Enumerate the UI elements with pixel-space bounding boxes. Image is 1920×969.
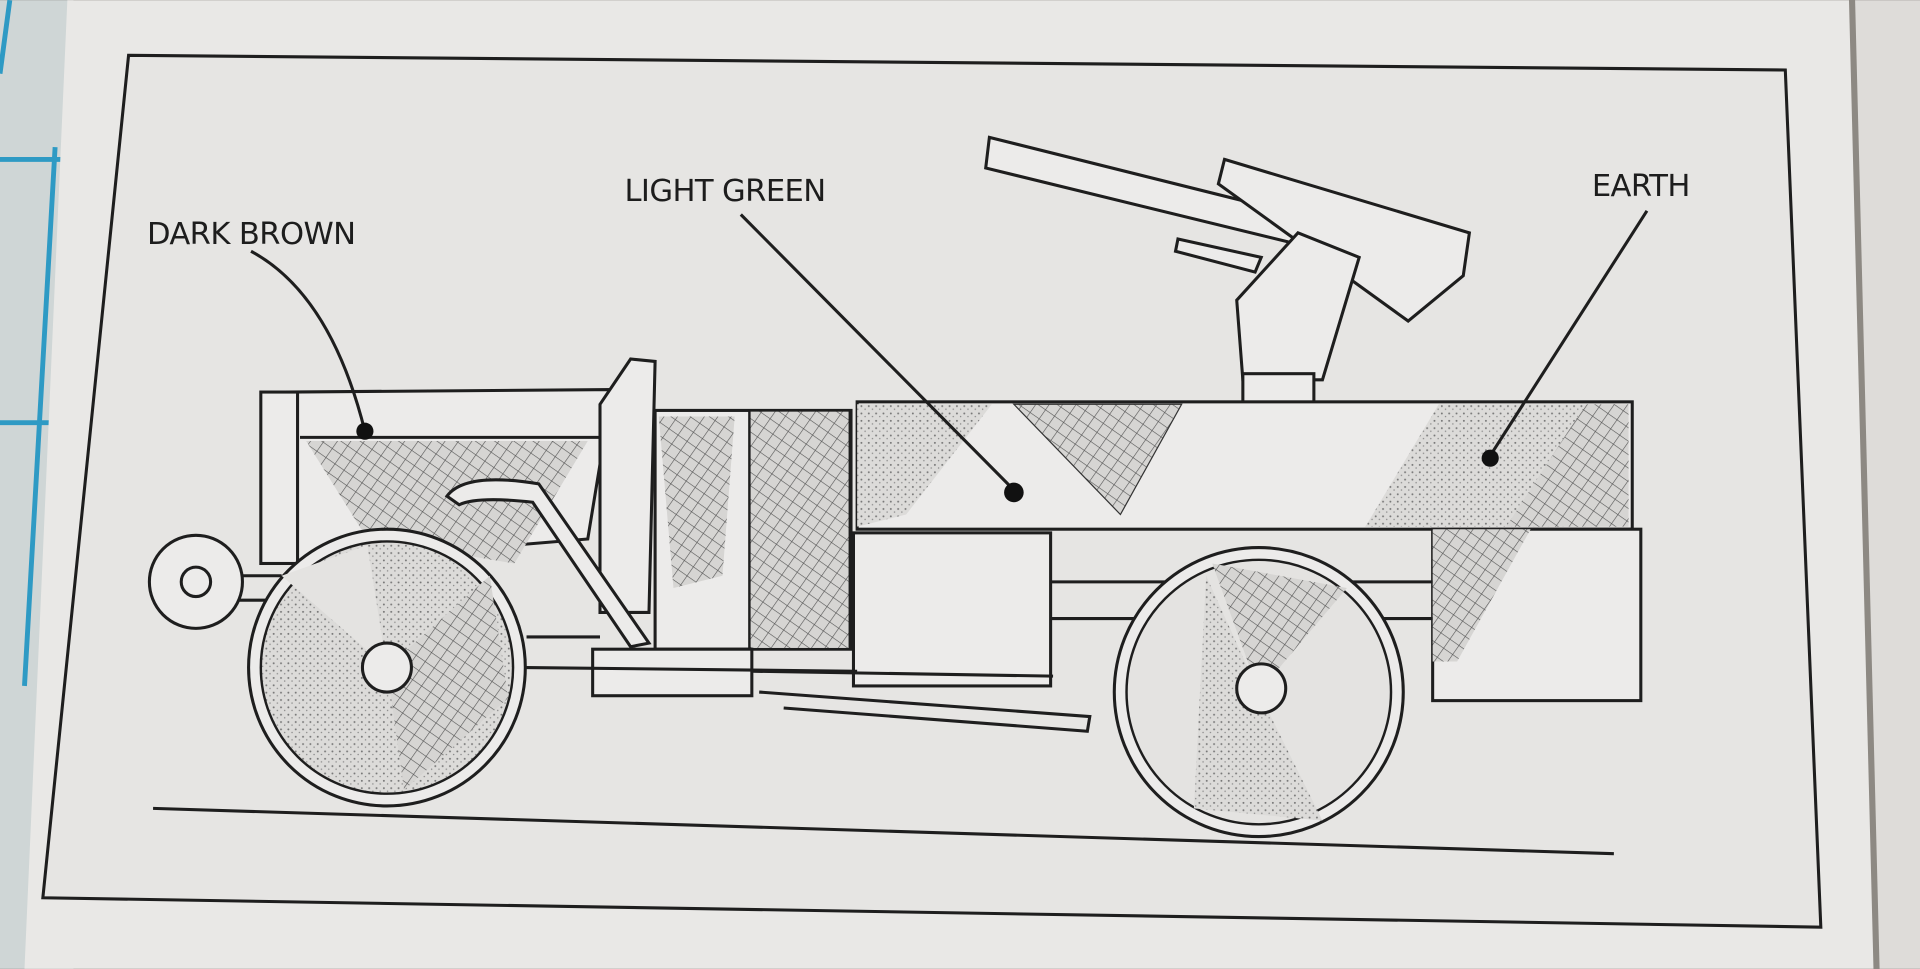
next-sheet <box>1855 0 1920 969</box>
spare-wheel <box>147 533 244 630</box>
anti-aircraft-gun <box>984 135 1472 406</box>
callout-dot <box>1004 482 1024 503</box>
callout-dark-brown: DARK BROWN <box>147 217 374 440</box>
label-light-green: LIGHT GREEN <box>624 174 825 209</box>
callout-dot <box>356 422 374 440</box>
rear-wheel <box>1112 546 1405 839</box>
front-wheel <box>247 527 527 808</box>
rear-hull <box>851 400 1643 703</box>
ground-line <box>153 806 1614 856</box>
callout-earth: EARTH <box>1481 169 1690 467</box>
callout-light-green: LIGHT GREEN <box>624 174 1024 503</box>
label-earth: EARTH <box>1592 169 1690 204</box>
callout-dot <box>1481 449 1499 467</box>
label-dark-brown: DARK BROWN <box>147 217 355 252</box>
